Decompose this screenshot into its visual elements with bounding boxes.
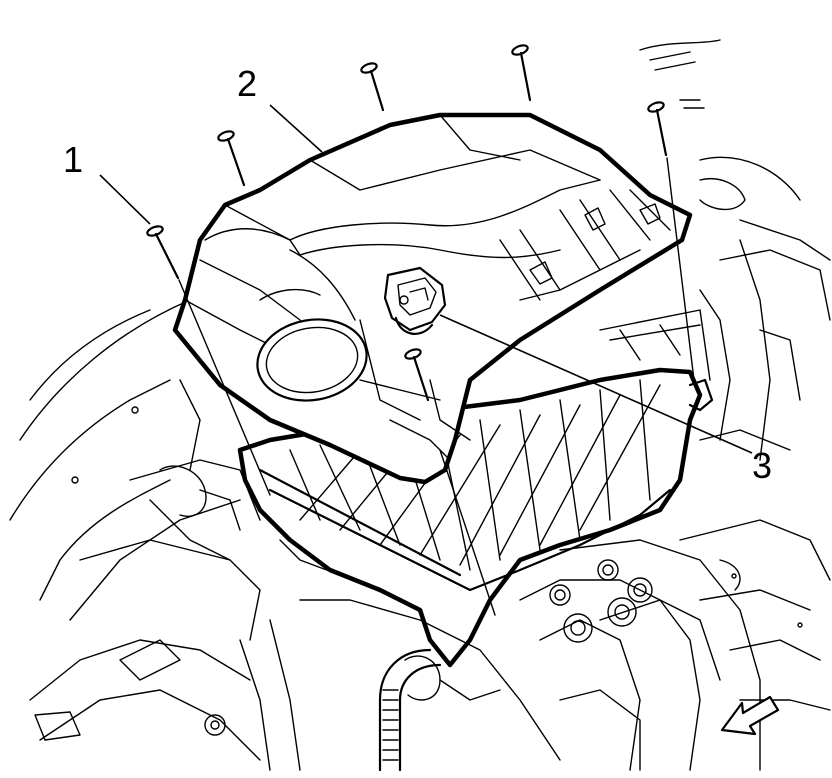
screw-icon xyxy=(360,62,385,112)
screw-icon xyxy=(511,44,532,102)
screw-icon xyxy=(146,225,271,496)
callout-1-leader xyxy=(99,174,151,225)
callout-1-label: 1 xyxy=(63,139,83,180)
engine-bay-background xyxy=(9,39,831,772)
screw-icon xyxy=(404,348,496,616)
air-inlet-opening xyxy=(256,318,368,402)
callout-3-label: 3 xyxy=(752,445,772,486)
screw-icon xyxy=(217,130,246,187)
callout-2-leader xyxy=(269,104,323,153)
callout-3-leader xyxy=(439,314,753,454)
screw-icon xyxy=(647,101,695,381)
bracket-bolt xyxy=(549,559,653,643)
callouts: 1 2 3 xyxy=(63,63,772,486)
direction-arrow-icon xyxy=(720,695,780,736)
air-cleaner-lower-housing xyxy=(237,309,714,668)
callout-2-label: 2 xyxy=(237,63,257,104)
screws xyxy=(146,44,695,616)
mass-airflow-sensor xyxy=(383,266,447,335)
